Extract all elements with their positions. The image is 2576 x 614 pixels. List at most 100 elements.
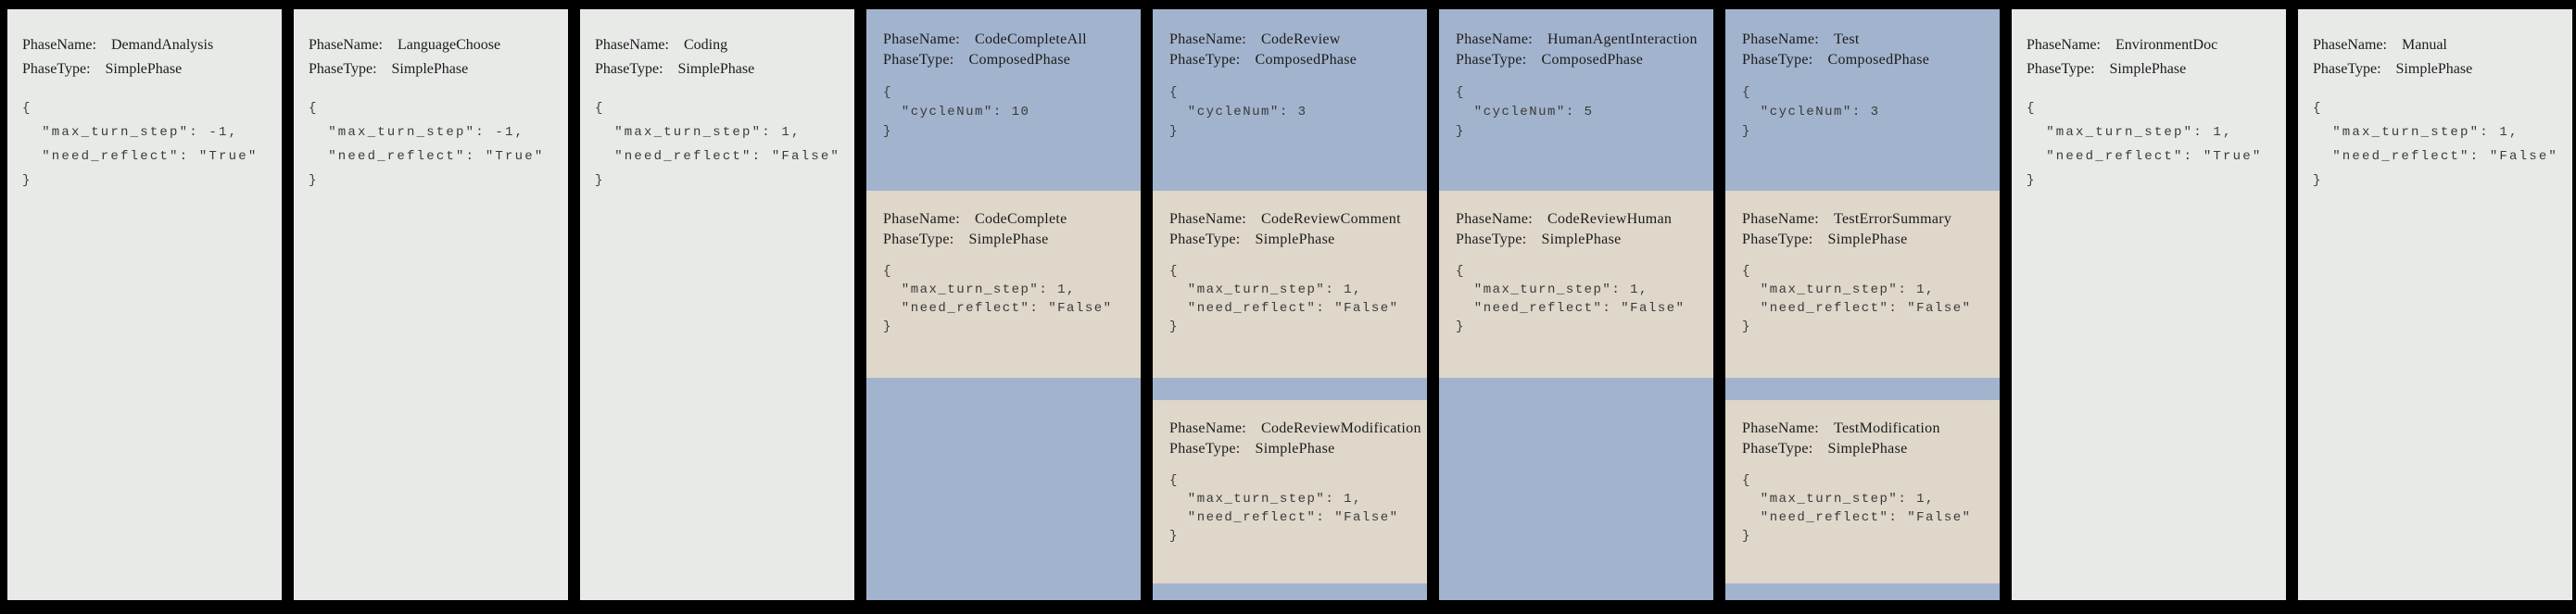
phase-type-row: PhaseType:SimplePhase: [883, 230, 1131, 250]
phase-config-json: { "max_turn_step": 1, "need_reflect": "T…: [2027, 101, 2263, 188]
phase-config-json: { "max_turn_step": 1, "need_reflect": "F…: [1169, 264, 1399, 334]
phase-config-json: { "max_turn_step": 1, "need_reflect": "F…: [883, 264, 1113, 334]
phase-type-value: SimplePhase: [2395, 61, 2473, 77]
subphase-card-code-review-human: PhaseName: CodeReviewHuman PhaseType: Simp…: [1439, 191, 1713, 378]
phase-config-json: { "max_turn_step": -1, "need_reflect": "…: [22, 101, 259, 188]
phase-type-label: PhaseType:: [2313, 61, 2381, 77]
phase-name-label: PhaseName:: [1742, 31, 1819, 47]
phase-name-row: PhaseName:CodeReviewComment: [1169, 209, 1418, 230]
phase-card-environment-doc: PhaseName:EnvironmentDoc PhaseType:Simpl…: [2012, 9, 2286, 600]
phase-type-row: PhaseType: SimplePhase: [1169, 230, 1418, 250]
subphase-card-code-review-modification: PhaseName:CodeReviewModification PhaseTy…: [1153, 400, 1427, 583]
phase-name-label: PhaseName:: [1169, 31, 1246, 47]
composed-phase-info: PhaseName:Test PhaseType:ComposedPhase {…: [1725, 9, 2000, 191]
phase-type-value: ComposedPhase: [1255, 52, 1357, 68]
phase-info: PhaseName:Manual PhaseType:SimplePhase {…: [2298, 9, 2572, 193]
phase-type-label: PhaseType:: [1169, 52, 1241, 68]
phase-card-code-review: PhaseName: CodeReview PhaseType: ComposedP…: [1153, 9, 1427, 600]
phase-name-value: CodeComplete: [974, 211, 1067, 227]
phase-type-row: PhaseType: SimplePhase: [1456, 230, 1704, 250]
phase-name-value: CodeReviewHuman: [1547, 211, 1673, 227]
phase-name-value: Test: [1833, 31, 1860, 47]
subphase-card-code-review-comment: PhaseName:CodeReviewComment PhaseType: Si…: [1153, 191, 1427, 378]
phase-type-value: SimplePhase: [968, 232, 1049, 247]
phase-name-label: PhaseName:: [1456, 31, 1533, 47]
phase-info: PhaseName:EnvironmentDoc PhaseType:Simpl…: [2012, 9, 2286, 193]
phase-type-value: SimplePhase: [2109, 61, 2187, 77]
phase-type-row: PhaseType:SimplePhase: [2027, 57, 2275, 81]
subphase-info: PhaseName: CodeReviewHuman PhaseType: Simp…: [1439, 191, 1713, 336]
composed-phase-info: PhaseName: CodeReview PhaseType: ComposedP…: [1153, 9, 1427, 191]
phase-type-row: PhaseType: ComposedPhase: [1742, 50, 1989, 70]
subphase-card-test-error-summary: PhaseName:TestErrorSummary PhaseType:Sim…: [1725, 191, 2000, 378]
phase-type-value: SimplePhase: [391, 61, 469, 77]
phase-name-label: PhaseName:: [1169, 420, 1246, 436]
phase-type-value: SimplePhase: [1255, 232, 1335, 247]
phase-info: PhaseName:DemandAnalysis PhaseType:Simpl…: [7, 9, 282, 193]
phase-name-row: PhaseName: CodeReviewHuman: [1456, 209, 1704, 230]
phase-name-row: PhaseName:Coding: [595, 33, 843, 57]
phase-name-row: PhaseName: LanguageChoose: [309, 33, 557, 57]
phase-name-label: PhaseName:: [309, 37, 383, 53]
phase-name-label: PhaseName:: [883, 31, 960, 47]
phase-name-value: LanguageChoose: [397, 37, 501, 53]
phase-type-label: PhaseType:: [1169, 232, 1241, 247]
phase-type-value: SimplePhase: [1827, 441, 1908, 457]
phase-type-label: PhaseType:: [1742, 441, 1813, 457]
phase-name-label: PhaseName:: [1456, 211, 1533, 227]
phase-info: PhaseName: LanguageChoose PhaseType: Simpl…: [294, 9, 568, 193]
phase-type-row: PhaseType: SimplePhase: [309, 57, 557, 81]
phase-type-value: ComposedPhase: [1827, 52, 1930, 68]
phase-type-label: PhaseType:: [1456, 232, 1527, 247]
phase-config-json: { "max_turn_step": -1, "need_reflect": "…: [309, 101, 545, 188]
phase-type-value: SimplePhase: [1255, 441, 1335, 457]
composed-phase-info: PhaseName:CodeCompleteAll PhaseType:Comp…: [866, 9, 1141, 191]
phase-name-value: CodeReview: [1260, 31, 1341, 47]
phase-config-json: { "cycleNum": 5 }: [1456, 85, 1594, 139]
phase-name-value: TestErrorSummary: [1833, 211, 1952, 227]
phase-type-row: PhaseType:SimplePhase: [1742, 230, 1990, 250]
phase-name-label: PhaseName:: [883, 211, 960, 227]
phase-name-row: PhaseName:TestModification: [1742, 419, 1990, 439]
phase-type-row: PhaseType: SimplePhase: [1742, 439, 1990, 459]
phase-name-value: TestModification: [1833, 420, 1940, 436]
phase-type-value: SimplePhase: [105, 61, 183, 77]
phase-name-row: PhaseName:TestErrorSummary: [1742, 209, 1990, 230]
phase-type-row: PhaseType:SimplePhase: [22, 57, 271, 81]
phase-type-row: PhaseType: SimplePhase: [2313, 57, 2561, 81]
phase-name-row: PhaseName:CodeReviewModification: [1169, 419, 1421, 439]
phase-name-row: PhaseName:DemandAnalysis: [22, 33, 271, 57]
phase-config-json: { "max_turn_step": 1, "need_reflect": "F…: [1456, 264, 1686, 334]
phase-card-manual: PhaseName:Manual PhaseType:SimplePhase {…: [2298, 9, 2572, 600]
phase-type-value: SimplePhase: [677, 61, 755, 77]
phase-type-label: PhaseType:: [1742, 52, 1813, 68]
phase-type-value: ComposedPhase: [1541, 52, 1644, 68]
phase-name-row: PhaseName: Test: [1742, 30, 1989, 50]
phase-name-value: DemandAnalysis: [110, 37, 214, 53]
subphase-info: PhaseName:TestErrorSummary PhaseType:Sim…: [1725, 191, 2000, 336]
phase-name-label: PhaseName:: [2313, 37, 2387, 53]
subphase-info: PhaseName:CodeReviewModification PhaseTy…: [1153, 400, 1427, 545]
phase-type-label: PhaseType:: [309, 61, 377, 77]
phase-name-label: PhaseName:: [1169, 211, 1246, 227]
phase-config-json: { "cycleNum": 10 }: [883, 85, 1030, 139]
phase-type-label: PhaseType:: [595, 61, 663, 77]
phase-type-row: PhaseType: ComposedPhase: [1169, 50, 1416, 70]
phase-card-demand-analysis: PhaseName:DemandAnalysis PhaseType:Simpl…: [7, 9, 282, 600]
subphase-card-test-modification: PhaseName:TestModification PhaseType: Sim…: [1725, 400, 2000, 583]
phase-config-json: { "max_turn_step": 1, "need_reflect": "F…: [2313, 101, 2559, 188]
phase-name-row: PhaseName: HumanAgentInteraction: [1456, 30, 1702, 50]
phase-name-label: PhaseName:: [2027, 37, 2101, 53]
composed-phase-info: PhaseName:HumanAgentInteraction PhaseTyp…: [1439, 9, 1713, 191]
phase-type-value: SimplePhase: [1541, 232, 1622, 247]
subphase-info: PhaseName:TestModification PhaseType: Sim…: [1725, 400, 2000, 545]
phase-type-value: ComposedPhase: [968, 52, 1071, 68]
phase-info: PhaseName:Coding PhaseType:SimplePhase {…: [580, 9, 854, 193]
phase-type-row: PhaseType:SimplePhase: [1169, 439, 1418, 459]
phase-name-row: PhaseName: CodeReview: [1169, 30, 1416, 50]
phase-card-coding: PhaseName:Coding PhaseType:SimplePhase {…: [580, 9, 854, 600]
phase-card-language-choose: PhaseName: LanguageChoose PhaseType: Simpl…: [294, 9, 568, 600]
phase-type-value: SimplePhase: [1827, 232, 1908, 247]
phase-name-value: HumanAgentInteraction: [1547, 31, 1698, 47]
